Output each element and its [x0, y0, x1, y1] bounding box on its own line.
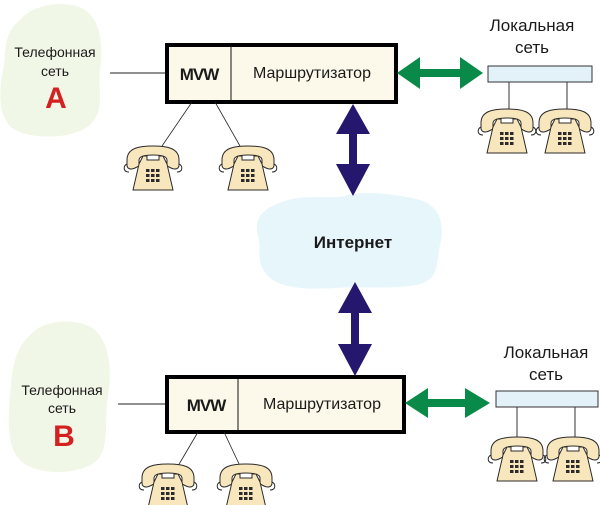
lan-b-label-line2: сеть — [529, 365, 563, 384]
device-b-router-label: Маршрутизатор — [263, 396, 381, 413]
double-arrow-vertical-icon — [338, 282, 372, 376]
device-b-gateway-label: MVW — [187, 396, 228, 415]
internet-label: Интернет — [314, 233, 392, 252]
device-a-frame — [165, 43, 398, 104]
telephone-icon — [543, 436, 600, 482]
device-a[interactable] — [165, 43, 398, 104]
phone-network-b-cloud — [8, 321, 110, 473]
telephone-icon — [218, 145, 278, 191]
phone-network-b-label-line2: сеть — [48, 400, 76, 416]
phone-cord — [223, 431, 241, 467]
phone-cord — [161, 101, 193, 147]
telephone-icon — [477, 108, 537, 154]
lan-a-bus — [487, 65, 593, 83]
device-a-gateway-label: MVW — [180, 65, 221, 84]
phone-network-b-label-line1: Телефонная — [21, 382, 102, 398]
phone-cord — [214, 101, 241, 147]
telephone-icon — [138, 463, 198, 505]
device-b[interactable] — [165, 375, 406, 434]
device-b-frame — [165, 375, 406, 434]
lan-a-label-line1: Локальная — [490, 16, 575, 35]
phone-network-a-label-line2: сеть — [41, 63, 69, 79]
phone-network-b-letter: B — [53, 420, 75, 453]
telephone-icon — [123, 145, 183, 191]
double-arrow-horizontal-icon — [405, 388, 490, 418]
phone-network-a-label-line1: Телефонная — [14, 44, 95, 60]
telephone-icon — [216, 463, 276, 505]
internet-cloud — [256, 193, 442, 289]
lan-a-label-line2: сеть — [515, 38, 549, 57]
device-a-router-label: Маршрутизатор — [253, 65, 371, 82]
lan-b-label-line1: Локальная — [504, 343, 589, 362]
telephone-icon — [487, 436, 547, 482]
phone-network-a-letter: A — [45, 82, 67, 115]
lan-b-bus — [495, 390, 599, 408]
phone-cord — [177, 431, 199, 467]
double-arrow-horizontal-icon — [397, 57, 483, 89]
double-arrow-vertical-icon — [336, 104, 370, 196]
telephone-icon — [535, 108, 595, 154]
phone-network-a-cloud — [0, 4, 102, 137]
